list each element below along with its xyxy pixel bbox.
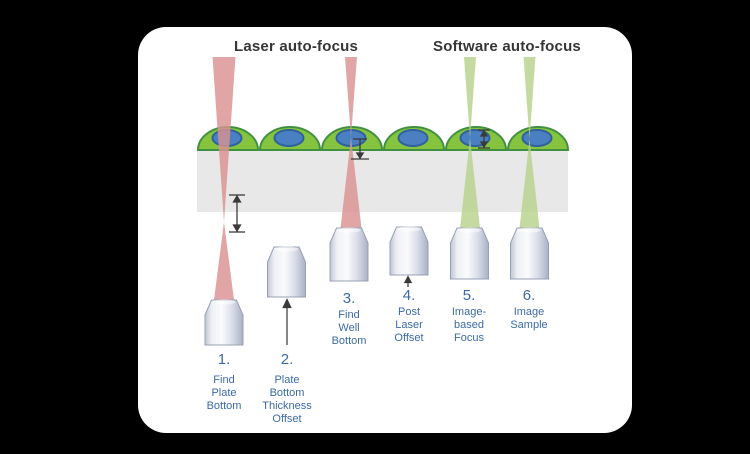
objective-step6 (510, 227, 549, 280)
nucleus-4 (397, 129, 429, 147)
diagram-card: Laser auto-focus Software auto-focus (138, 27, 632, 433)
objective-row (204, 226, 549, 346)
step-label-post-laser-offset: Post Laser Offset (394, 306, 424, 344)
step-label-image-sample: Image Sample (510, 306, 548, 331)
step-label-find-well-bottom: Find Well Bottom (331, 309, 367, 347)
cell-focus-marker (478, 129, 490, 149)
objective-step4 (389, 226, 429, 276)
step-label-find-plate-bottom: Find Plate Bottom (206, 374, 242, 412)
step-number-3: 3. (342, 290, 356, 307)
plate-thickness-offset-marker (229, 194, 245, 233)
nucleus-2 (273, 129, 305, 147)
laser-autofocus-title: Laser auto-focus (233, 38, 359, 55)
software-beam-step6-icon (519, 57, 540, 228)
step-number-5: 5. (462, 287, 476, 304)
objective-step3 (329, 227, 369, 282)
step-number-2: 2. (280, 351, 294, 368)
objective-step2 (267, 246, 306, 298)
step2-offset-arrow (282, 298, 292, 345)
objective-step1 (204, 299, 244, 346)
objective-step5 (450, 227, 489, 280)
nucleus-6 (521, 129, 553, 147)
step4-offset-arrow (403, 275, 413, 287)
laser-beam-step1-icon (212, 57, 236, 300)
cell-row (196, 126, 570, 151)
laser-beam-step3-icon (340, 57, 362, 228)
software-autofocus-title: Software auto-focus (433, 38, 581, 55)
autofocus-diagram (196, 57, 570, 346)
step-label-plate-bottom-thickness-offset: Plate Bottom Thickness Offset (262, 374, 312, 425)
step-number-4: 4. (402, 287, 416, 304)
step-label-image-based-focus: Image- based Focus (451, 306, 487, 344)
software-beam-step5-icon (460, 57, 480, 228)
step-number-6: 6. (522, 287, 536, 304)
plate-bottom-slab (197, 148, 568, 212)
well-bottom-offset-marker (351, 138, 369, 160)
step-number-1: 1. (217, 351, 231, 368)
objective-top-highlights (212, 226, 541, 305)
